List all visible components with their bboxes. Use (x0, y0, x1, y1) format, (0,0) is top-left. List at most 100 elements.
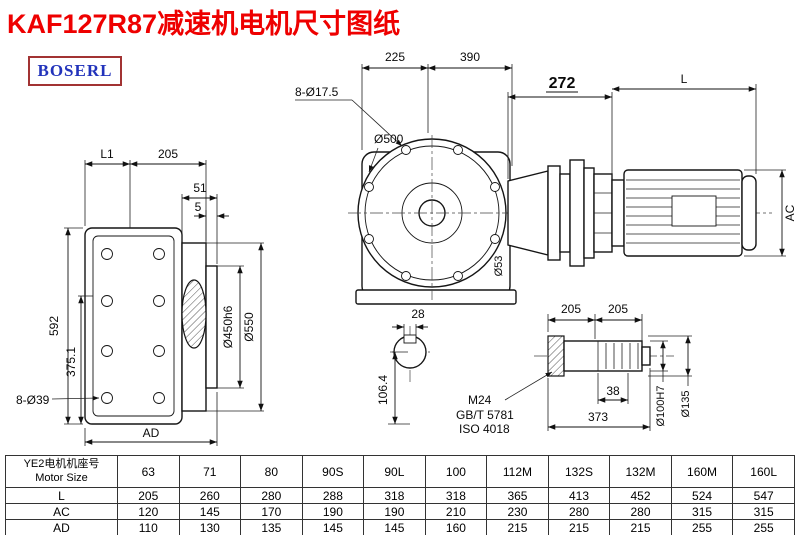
dim-375-1-label: 375.1 (64, 347, 78, 377)
dim-38-label: 38 (606, 384, 620, 398)
table-cell: 190 (363, 503, 426, 520)
col-header: 132M (609, 455, 672, 488)
dim-450h6: Ø450h6 (217, 265, 244, 389)
row-label: AD (5, 519, 118, 535)
dim-500: Ø500 (368, 132, 404, 173)
dim-500-label: Ø500 (374, 132, 404, 146)
table-cell: 365 (486, 487, 549, 504)
dim-390: 390 (428, 50, 513, 166)
table-cell: 318 (363, 487, 426, 504)
table-cell: 315 (670, 503, 734, 520)
dim-100h7-label: Ø100H7 (655, 386, 667, 427)
row-label: L (5, 487, 118, 504)
flange-spigot (205, 265, 218, 389)
table-cell: 255 (670, 519, 734, 535)
dim-373-label: 373 (588, 410, 608, 424)
dim-272: 272 (507, 75, 613, 179)
dim-28: 28 (392, 307, 428, 335)
dim-135-label: Ø135 (680, 391, 692, 418)
dim-8x17-5-label: 8-Ø17.5 (295, 85, 339, 99)
dim-51-label: 51 (193, 181, 207, 195)
table-cell: 210 (424, 503, 488, 520)
motor-view (505, 159, 772, 267)
dim-373: 373 (547, 368, 651, 431)
motor-nameplate (671, 195, 717, 227)
table-header-row: YE2电机机座号 Motor Size 63 71 80 90S 90L 100… (5, 455, 795, 488)
housing-feet (355, 289, 517, 305)
dim-390-label: 390 (460, 50, 480, 64)
dim-272-label: 272 (549, 75, 576, 92)
table-cell: 288 (301, 487, 365, 504)
dim-l1: L1 (84, 147, 131, 228)
thread-spec: M24 GB/T 5781 ISO 4018 (456, 371, 553, 436)
dim-ac-label: AC (783, 204, 797, 221)
motor-size-header: YE2电机机座号 Motor Size (5, 455, 118, 488)
table-cell: 413 (547, 487, 611, 504)
shaft-detail-view (534, 335, 674, 377)
col-header: 90S (301, 455, 365, 488)
table-cell: 280 (609, 503, 672, 520)
table-cell: 230 (486, 503, 549, 520)
dim-ac: AC (744, 169, 797, 257)
dim-450h6-label: Ø450h6 (221, 305, 235, 348)
dim-8x39-label: 8-Ø39 (16, 393, 50, 407)
table-cell: 255 (732, 519, 795, 535)
thread-standard-iso-label: ISO 4018 (459, 422, 510, 436)
dim-5: 5 (194, 200, 229, 262)
dim-8x17-5: 8-Ø17.5 (295, 85, 403, 147)
dim-8x39: 8-Ø39 (16, 393, 100, 407)
dim-225: 225 (361, 50, 429, 150)
table-cell: 215 (486, 519, 549, 535)
motor-flange (569, 159, 585, 267)
thread-standard-gbt-label: GB/T 5781 (456, 408, 514, 422)
page-title: KAF127R87减速机电机尺寸图纸 (7, 9, 401, 39)
table-cell: 547 (732, 487, 795, 504)
table-cell: 215 (609, 519, 672, 535)
table-cell: 315 (732, 503, 795, 520)
table-cell: 145 (178, 503, 242, 520)
table-cell: 260 (178, 487, 242, 504)
table-cell: 145 (363, 519, 426, 535)
dim-l1-label: L1 (100, 147, 114, 161)
dim-106-4-label: 106.4 (376, 375, 390, 405)
adapter-cone (507, 170, 549, 256)
keyway (403, 334, 417, 344)
table-row-ad: AD 110 130 135 145 145 160 215 215 215 2… (5, 519, 795, 535)
table-cell: 215 (547, 519, 611, 535)
dim-592: 592 (47, 227, 83, 425)
table-cell: 120 (117, 503, 180, 520)
thread-size-label: M24 (468, 393, 492, 407)
dim-38: 38 (597, 373, 629, 404)
dim-106-4: 106.4 (376, 351, 410, 425)
dim-375-1: 375.1 (64, 295, 93, 424)
col-header: 63 (117, 455, 180, 488)
table-cell: 160 (424, 519, 488, 535)
dim-135: Ø135 (648, 335, 692, 418)
dim-225-label: 225 (385, 50, 405, 64)
table-cell: 130 (178, 519, 242, 535)
table-cell: 145 (301, 519, 365, 535)
table-cell: 524 (670, 487, 734, 504)
shaft-body (563, 340, 643, 372)
motor-size-table: YE2电机机座号 Motor Size 63 71 80 90S 90L 100… (5, 455, 795, 535)
table-cell: 280 (240, 487, 303, 504)
dim-motor-l-label: L (681, 72, 688, 86)
col-header: 80 (240, 455, 303, 488)
table-cell: 452 (609, 487, 672, 504)
table-cell: 280 (547, 503, 611, 520)
table-cell: 190 (301, 503, 365, 520)
col-header: 112M (486, 455, 549, 488)
col-header: 90L (363, 455, 426, 488)
table-row-l: L 205 260 280 288 318 318 365 413 452 52… (5, 487, 795, 504)
gearbox-front-view (348, 135, 517, 305)
brand-logo: BOSERL (28, 56, 122, 86)
dim-ad: AD (84, 392, 218, 446)
dim-205a-label: 205 (561, 302, 581, 316)
shaft-collar (547, 335, 565, 377)
dim-100h7: Ø100H7 (650, 340, 668, 427)
col-header: 100 (424, 455, 488, 488)
col-header: 132S (547, 455, 611, 488)
dim-205a: 205 (547, 302, 596, 339)
dim-53-label: Ø53 (493, 256, 505, 277)
dim-ad-label: AD (143, 426, 160, 440)
